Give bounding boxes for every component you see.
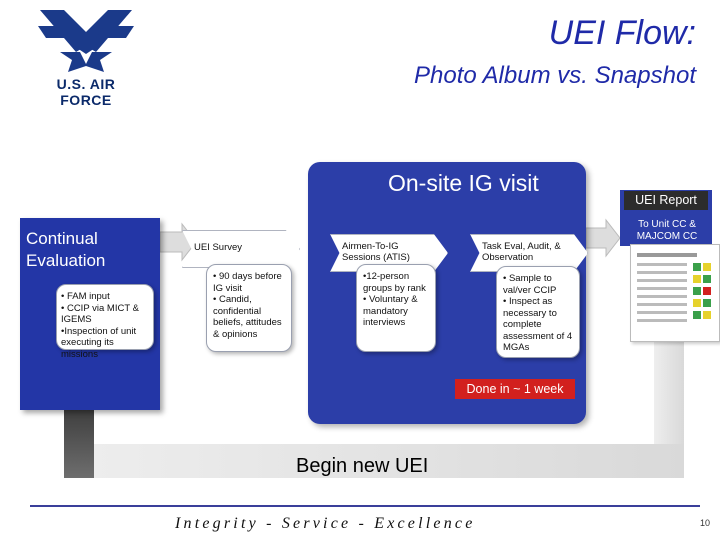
- uei-report-label: UEI Report: [624, 191, 708, 210]
- atis-bullet: •12-person groups by rank: [363, 271, 426, 294]
- air-force-logo: [30, 6, 142, 96]
- atis-bullet: • Voluntary & mandatory interviews: [363, 294, 418, 328]
- continual-evaluation-title: Continual Evaluation: [26, 229, 106, 270]
- survey-card: • 90 days before IG visit • Candid, conf…: [206, 264, 292, 352]
- slide-title: UEI Flow:: [548, 14, 696, 52]
- continual-bullet: • CCIP via MICT & IGEMS: [61, 302, 139, 326]
- page-number: 10: [700, 518, 711, 528]
- task-eval-bullet: • Sample to val/ver CCIP: [503, 273, 557, 296]
- survey-bullet: • Candid, confidential beliefs, attitude…: [213, 294, 282, 340]
- arrow-to-report: [585, 218, 621, 258]
- report-table-icon: [637, 253, 711, 322]
- task-eval-bullet: • Inspect as necessary to complete asses…: [503, 296, 573, 353]
- loop-band-bottom: [64, 444, 684, 478]
- air-force-symbol-icon: [38, 10, 134, 72]
- step-label: Task Eval, Audit, & Observation: [482, 241, 561, 263]
- done-badge: Done in ~ 1 week: [455, 379, 575, 399]
- report-document-image: [630, 244, 720, 342]
- logo-text: U.S. AIR FORCE: [56, 76, 116, 108]
- continual-evaluation-card: • FAM input • CCIP via MICT & IGEMS •Ins…: [56, 284, 154, 360]
- continual-bullet: •Inspection of unit executing its missio…: [61, 325, 137, 360]
- slide-subtitle: Photo Album vs. Snapshot: [414, 62, 696, 89]
- step-label: UEI Survey: [194, 242, 243, 253]
- atis-card: •12-person groups by rank • Voluntary & …: [356, 264, 436, 352]
- footer-divider: [30, 505, 700, 507]
- survey-bullet: • 90 days before IG visit: [213, 271, 282, 294]
- continual-bullet: • FAM input: [61, 291, 110, 302]
- step-label: Airmen-To-IG Sessions (ATIS): [342, 241, 410, 263]
- onsite-visit-title: On-site IG visit: [388, 170, 539, 196]
- report-recipients: To Unit CC & MAJCOM CC: [636, 219, 698, 242]
- begin-new-uei-label: Begin new UEI: [296, 455, 429, 477]
- task-eval-card: • Sample to val/ver CCIP • Inspect as ne…: [496, 266, 580, 358]
- footer-motto: Integrity - Service - Excellence: [175, 515, 476, 532]
